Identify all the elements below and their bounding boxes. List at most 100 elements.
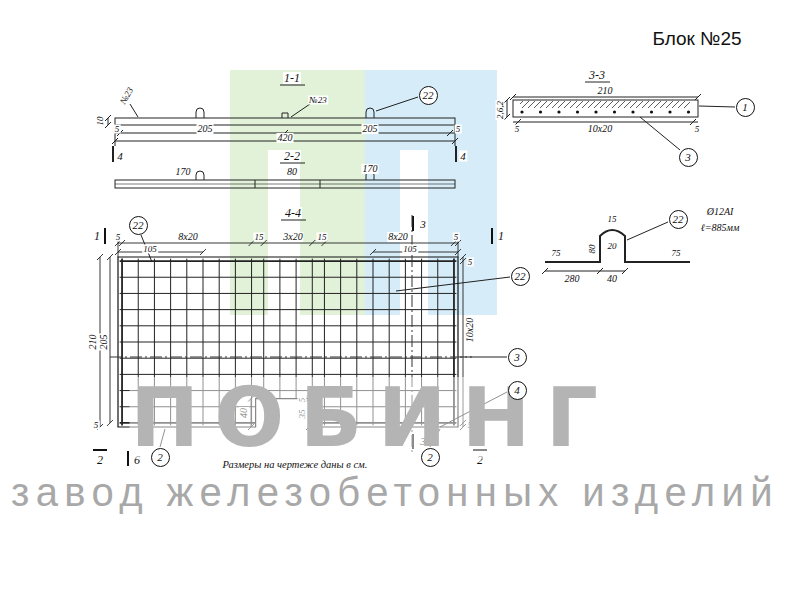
section-1-1	[105, 85, 458, 162]
drawing-line	[366, 108, 374, 118]
section-mark: 1	[93, 230, 101, 242]
dimension-label: 5	[694, 125, 701, 134]
dimension-label: 75	[671, 249, 682, 258]
dimension-label: 2,6,2	[496, 100, 505, 120]
drawing-line	[120, 374, 457, 375]
callout-number: 3	[508, 348, 527, 367]
callout-number: 22	[511, 267, 530, 286]
dimension-label: 5	[453, 233, 460, 242]
drawing-line	[120, 342, 457, 343]
drawing-line	[668, 110, 671, 113]
dimension-label: 5	[514, 125, 521, 134]
dimension-label: 210	[88, 334, 98, 351]
drawing-line	[115, 184, 455, 185]
dimension-label: 80	[588, 244, 597, 255]
bar-mark: №23	[308, 96, 328, 105]
callout-text: 4	[514, 385, 520, 396]
watermark-subtitle: завод железобетонных изделий	[10, 472, 780, 512]
callout-text: 2	[427, 452, 433, 463]
drawing-line	[120, 309, 457, 310]
dimension-label: 15	[254, 233, 265, 242]
drawing-line	[520, 110, 523, 113]
callout-text: 3	[685, 152, 691, 163]
callout-text: 2	[157, 452, 163, 463]
dimension-label: 205	[99, 334, 109, 351]
drawing-line	[113, 146, 456, 162]
dimension-label: 105	[142, 245, 158, 254]
bar-mark: ℓ=885мм	[700, 223, 741, 233]
drawing-note: Размеры на чертеже даны в см.	[222, 460, 369, 471]
section-mark: 4	[116, 151, 124, 162]
drawing-line	[230, 70, 365, 315]
dimension-label: 8x20	[387, 232, 408, 242]
dimension-label: 20	[607, 242, 618, 251]
drawing-line	[196, 108, 204, 118]
dimension-label: 80	[286, 167, 298, 177]
callout-text: 1	[742, 102, 748, 113]
drawing-line	[115, 118, 455, 125]
dimension-label: 10x20	[587, 124, 613, 134]
drawing-line	[504, 97, 510, 120]
dimension-label: 15	[607, 215, 618, 224]
dimension-label: 5	[93, 421, 100, 430]
drawing-line	[640, 106, 735, 150]
callout-number: 4	[508, 381, 527, 400]
callout-number: 3	[679, 148, 698, 167]
dimension-label: 105	[402, 245, 418, 254]
drawing-line	[105, 115, 111, 128]
drawing-line	[687, 110, 690, 113]
drawing-line	[376, 97, 418, 111]
logo-watermark	[230, 70, 497, 315]
drawing-line	[105, 228, 492, 244]
dimension-label: 5	[114, 125, 121, 134]
callout-number: 1	[736, 98, 755, 117]
drawing-line	[120, 277, 457, 278]
dimension-label: 420	[277, 133, 294, 143]
callout-text: 22	[423, 90, 434, 101]
drawing-line	[539, 110, 542, 113]
dimension-label: 205	[197, 124, 214, 134]
drawing-line	[120, 325, 457, 326]
dimension-label: 170	[362, 164, 379, 174]
sheet-title: Блок №25	[651, 29, 742, 48]
drawing-line	[557, 110, 560, 113]
callout-number: 22	[669, 210, 688, 229]
section-mark: 1	[497, 230, 505, 242]
drawing-line	[545, 230, 690, 262]
dimension-label: 170	[175, 167, 192, 177]
callout-number: 2	[421, 448, 440, 467]
dimension-label: 5	[455, 125, 462, 134]
section-mark: 2	[96, 454, 104, 466]
callout-number: 22	[419, 86, 438, 105]
dimension-label: 3x20	[282, 232, 303, 242]
drawing-line	[120, 293, 457, 294]
drawing-line	[120, 358, 457, 359]
section-title: 2-2	[283, 150, 301, 162]
dimension-label: 5	[115, 233, 122, 242]
section-title: 1-1	[283, 72, 301, 84]
drawing-line	[255, 180, 320, 188]
section-title: 3-3	[588, 69, 606, 81]
drawing-line	[627, 222, 668, 240]
dimension-label: 280	[564, 274, 581, 284]
dimension-label: 40	[606, 274, 618, 284]
section-mark: 3	[419, 219, 427, 230]
dimension-label: 5	[467, 258, 474, 267]
dimension-label: 210	[597, 86, 614, 96]
drawing-line	[520, 101, 690, 108]
dimension-label: 8x20	[177, 232, 198, 242]
drawing-line	[196, 171, 204, 180]
drawing-line	[576, 110, 579, 113]
callout-text: 22	[515, 271, 526, 282]
dimension-label: 75	[551, 249, 562, 258]
callout-text: 22	[133, 220, 144, 231]
callout-number: 22	[129, 216, 148, 235]
drawing-line	[594, 110, 597, 113]
dimension-label: 205	[362, 124, 379, 134]
drawing-line	[460, 357, 507, 358]
drawing-line	[613, 110, 616, 113]
drawing-line	[112, 130, 458, 144]
drawing-line	[115, 180, 455, 188]
drawing-line	[650, 110, 653, 113]
